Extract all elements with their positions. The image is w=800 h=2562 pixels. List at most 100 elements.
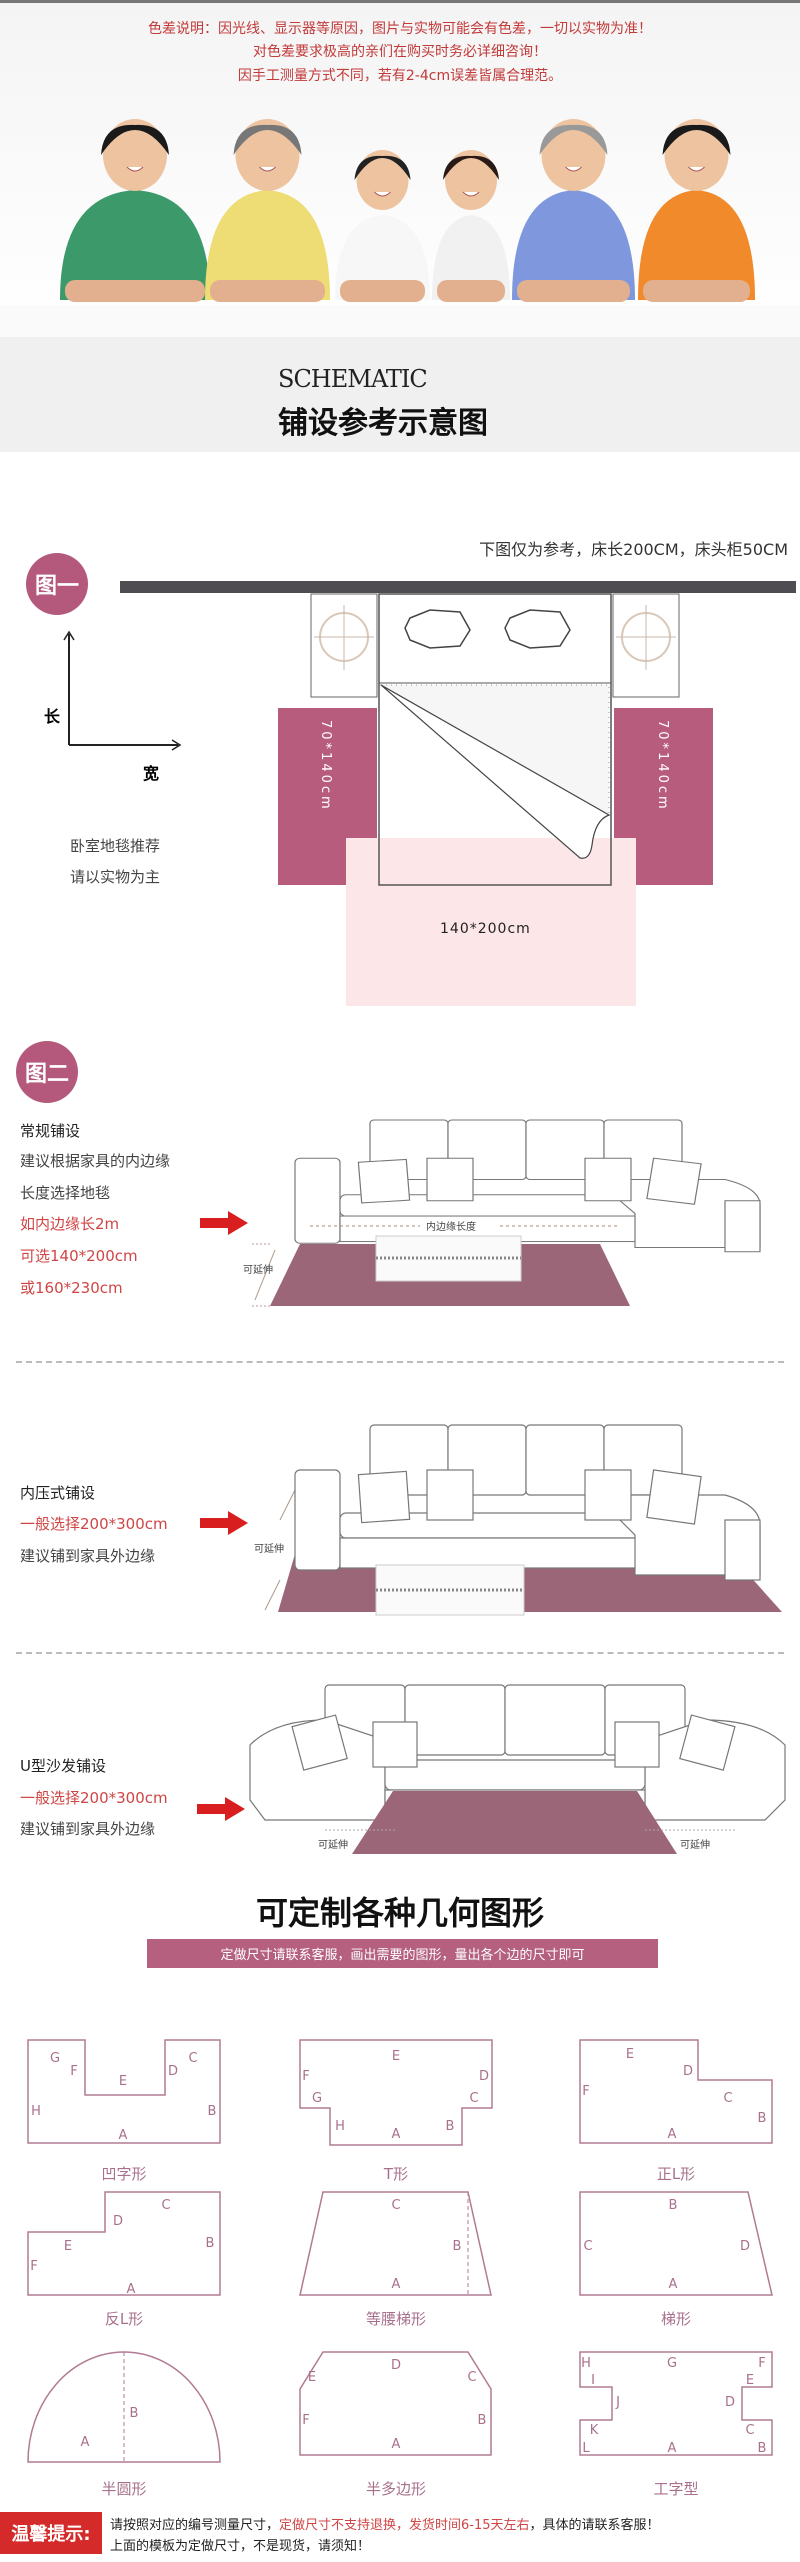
notice-warning: 定做尺寸不支持退换，发货时间6-15天左右 — [279, 2518, 530, 2533]
bedroom-diagram — [120, 581, 796, 1006]
inner-edge-label: 内边缘长度 — [426, 1222, 476, 1233]
nightstand-right — [612, 593, 680, 698]
notice-text: ，具体的请联系客服！ — [529, 2518, 660, 2533]
shape-name: T形 — [383, 2165, 409, 2183]
shape-name: 半多边形 — [365, 2480, 426, 2498]
regular-layout-diagram — [250, 1119, 761, 1307]
shape-outline — [299, 2039, 493, 2146]
shape-name: 正L形 — [656, 2165, 696, 2183]
edge-letter: I — [591, 2373, 595, 2388]
edge-letter: B — [758, 2111, 767, 2126]
edge-letter: A — [669, 2277, 678, 2292]
u-sofa-line: 建议铺到家具外边缘 — [20, 1820, 156, 1838]
pressed-title: 内压式铺设 — [20, 1484, 96, 1502]
schematic-title-cn: 铺设参考示意图 — [278, 406, 488, 441]
edge-letter: A — [668, 2441, 677, 2456]
edge-letter: D — [113, 2214, 123, 2229]
person — [205, 119, 330, 302]
edge-letter: C — [391, 2198, 400, 2213]
divider — [16, 1361, 784, 1363]
bottom-rug-size: 140*200cm — [440, 921, 531, 937]
edge-letter: K — [590, 2423, 599, 2438]
u-layout-diagram — [249, 1684, 786, 1854]
left-rug-size: 70*140cm — [318, 720, 333, 812]
shape-name: 梯形 — [660, 2310, 691, 2328]
right-rug-size: 70*140cm — [655, 720, 670, 812]
edge-letter: C — [723, 2091, 732, 2106]
edge-letter: D — [168, 2064, 178, 2079]
axis-length-label: 长 — [44, 707, 61, 726]
fig1-badge: 图一 — [26, 553, 88, 615]
edge-letter: A — [668, 2127, 677, 2142]
regular-line: 建议根据家具的内边缘 — [20, 1152, 171, 1170]
edge-letter: C — [745, 2423, 754, 2438]
edge-letter: F — [70, 2064, 77, 2079]
edge-letter: B — [446, 2119, 455, 2134]
notice-line-2: 上面的模板为定做尺寸，不是现货，请须知！ — [110, 2539, 371, 2554]
edge-letter: C — [583, 2239, 592, 2254]
bottom-rug — [346, 838, 636, 1006]
bed — [378, 593, 612, 886]
rug — [352, 1791, 677, 1854]
edge-letter: J — [615, 2395, 620, 2410]
red-arrow-icon — [197, 1797, 245, 1821]
edge-letter: B — [206, 2236, 215, 2251]
pressed-red-line: 一般选择200*300cm — [20, 1515, 168, 1533]
extend-label: 可延伸 — [254, 1544, 284, 1555]
edge-letter: H — [31, 2104, 41, 2119]
notice-label: 温馨提示: — [0, 2512, 102, 2554]
sofa — [294, 1119, 761, 1253]
edge-letter: B — [453, 2239, 462, 2254]
edge-letter: F — [302, 2413, 309, 2428]
edge-letter: F — [582, 2084, 589, 2099]
edge-letter: D — [479, 2069, 489, 2084]
shape-outline — [579, 2191, 773, 2296]
pressed-line: 建议铺到家具外边缘 — [20, 1547, 156, 1565]
wall — [120, 581, 796, 593]
fig1-caption: 下图仅为参考，床长200CM，床头柜50CM — [479, 540, 788, 559]
edge-letter: E — [746, 2373, 754, 2388]
color-note-line: 色差说明：因光线、显示器等原因，图片与实物可能会有色差，一切以实物为准！ — [148, 21, 652, 37]
extend-label: 可延伸 — [243, 1265, 273, 1276]
bedroom-note: 请以实物为主 — [70, 868, 161, 886]
regular-red-line: 可选140*200cm — [20, 1247, 138, 1265]
shape-outline — [27, 2191, 221, 2296]
color-note-line: 因手工测量方式不同，若有2-4cm误差皆属合理范。 — [237, 68, 563, 84]
person — [512, 119, 635, 302]
color-note-line: 对色差要求极高的亲们在购买时务必详细咨询！ — [253, 44, 547, 60]
edge-letter: E — [308, 2370, 316, 2385]
shape-name: 等腰梯形 — [365, 2310, 426, 2328]
edge-letter: D — [740, 2239, 750, 2254]
edge-letter: D — [725, 2395, 735, 2410]
shape-diagram: B C D A — [579, 2191, 773, 2296]
edge-letter: B — [669, 2198, 678, 2213]
edge-letter: B — [208, 2104, 217, 2119]
shape-name: 反L形 — [104, 2310, 144, 2328]
top-border — [0, 0, 800, 3]
person — [60, 119, 210, 302]
notice-line-1: 请按照对应的编号测量尺寸，定做尺寸不支持退换，发货时间6-15天左右，具体的请联… — [110, 2514, 660, 2533]
schematic-band — [0, 337, 800, 452]
shape-name: 凹字形 — [101, 2165, 147, 2183]
edge-letter: F — [758, 2356, 765, 2371]
edge-letter: B — [130, 2406, 139, 2421]
edge-letter: C — [188, 2051, 197, 2066]
shape-outline — [27, 2351, 221, 2463]
shape-name: 工字型 — [653, 2480, 699, 2498]
edge-letter: A — [392, 2437, 401, 2452]
bedroom-recommend: 卧室地毯推荐 — [70, 837, 161, 855]
edge-letter: C — [161, 2198, 170, 2213]
person — [432, 150, 510, 302]
edge-letter: D — [683, 2064, 693, 2079]
fig2-badge: 图二 — [16, 1041, 78, 1103]
custom-shapes-title: 可定制各种几何图形 — [255, 1894, 544, 1932]
shape-outline — [579, 2039, 773, 2144]
regular-line: 长度选择地毯 — [20, 1184, 111, 1202]
edge-letter: A — [81, 2435, 90, 2450]
edge-letter: D — [391, 2358, 401, 2373]
notice-text: 请按照对应的编号测量尺寸， — [110, 2518, 280, 2533]
